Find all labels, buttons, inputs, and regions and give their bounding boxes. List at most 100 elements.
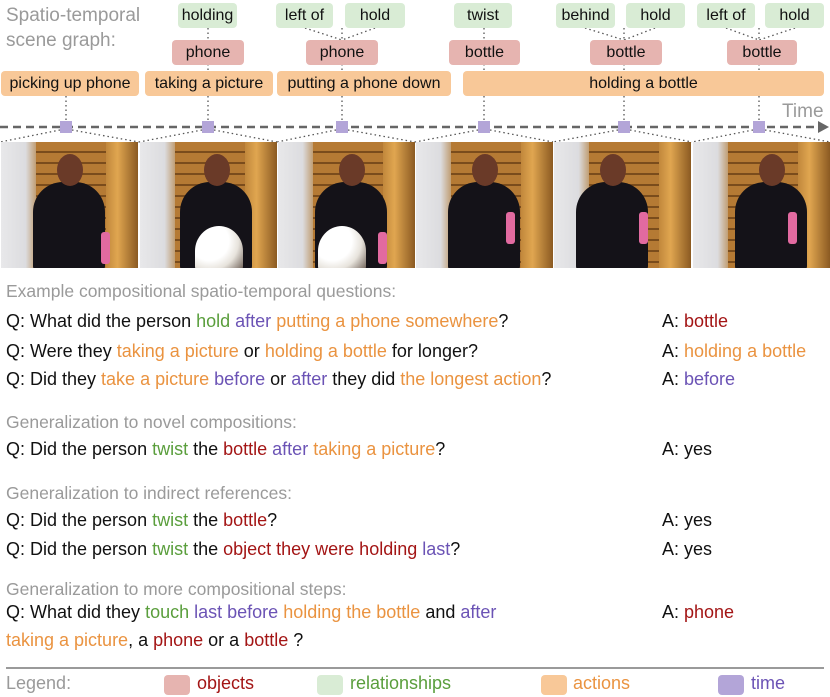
action-tag: putting a phone down [277,71,451,96]
question-segment-plain: the [188,510,224,530]
question-segment-plain: Q: Did the person [6,539,153,559]
video-frame [693,142,830,268]
question-segment-plain: ? [435,439,446,459]
answer: A: yes [662,438,712,460]
time-axis-label: Time [782,101,824,122]
question-segment-action: taking a picture [6,630,129,650]
question-segment-action: taking a picture [313,439,436,459]
question-segment-plain: , a [128,630,154,650]
time-swatch [718,675,744,695]
question-segment-plain: or [265,369,292,389]
answer-segment-plain: A: [662,602,685,622]
legend-divider [6,667,824,669]
answer-segment-object: bottle [684,311,729,331]
question-segment-object: bottle [223,510,268,530]
video-frame [416,142,553,268]
answer-segment-plain: A: yes [662,439,713,459]
video-frame [140,142,277,268]
answer-segment-plain: A: yes [662,510,713,530]
question-segment-plain: the [188,439,224,459]
dog [318,226,366,268]
action-tag: picking up phone [1,71,139,96]
time-marker [336,121,348,133]
section-header: Generalization to indirect references: [6,483,292,503]
person-head [472,154,498,186]
object-tag: bottle [590,40,662,65]
timeline-connectors [0,27,830,143]
objects-swatch [164,675,190,695]
question-segment-plain: ? [288,630,304,650]
question-segment-time: before [214,369,266,389]
question-segment-time: after [272,439,309,459]
question-segment-plain: for longer? [386,341,478,361]
question-segment-plain: Q: Did the person [6,510,153,530]
video-frame [278,142,415,268]
person [33,182,105,268]
action-tag: holding a bottle [463,71,824,96]
legend-relationships: relationships [350,673,452,693]
question-segment-time: after [235,311,272,331]
question-segment-plain: or a [203,630,245,650]
object-tag: bottle [449,40,520,65]
question-segment-relationship: touch [145,602,190,622]
person-head [600,154,626,186]
relationship-tag: twist [454,3,512,28]
relationships-swatch [317,675,343,695]
object-tag: bottle [727,40,797,65]
legend-actions: actions [573,673,631,693]
action-tag: taking a picture [145,71,273,96]
answer: A: yes [662,509,712,531]
section-header: Generalization to more compositional ste… [6,579,347,599]
question-segment-relationship: twist [152,510,189,530]
answer: A: holding a bottle [662,340,806,362]
question: Q: Did the person twist the bottle? [6,509,277,531]
bottle [378,232,387,264]
question-segment-plain: Q: Did they [6,369,102,389]
relationship-tag: behind [556,3,615,28]
legend-objects: objects [197,673,255,693]
question-segment-plain: the [188,539,224,559]
question-segment-time: last before [194,602,279,622]
question-segment-plain: Q: What did the person [6,311,197,331]
video-frame [554,142,691,268]
legend-label: Legend: [6,673,72,693]
legend: Legend: objects relationships actions ti… [0,673,830,697]
relationship-tag: holding [178,3,237,28]
question: Q: Were they taking a picture or holding… [6,340,478,362]
question-segment-action: holding a bottle [264,341,387,361]
title-line: Spatio-temporal [6,5,141,26]
relationship-tag: hold [765,3,824,28]
person-head [339,154,365,186]
object-tag: phone [306,40,378,65]
question: Q: Did the person twist the object they … [6,538,460,560]
question-segment-relationship: twist [152,439,189,459]
person-head [57,154,83,186]
time-marker [478,121,490,133]
person-head [759,154,785,186]
question-segment-action: the longest action [400,369,542,389]
answer: A: yes [662,538,712,560]
question-segment-plain: ? [498,311,509,331]
question-segment-object: object they were holding [223,539,418,559]
bottle [788,212,797,244]
question-segment-time: last [422,539,451,559]
video-frame [1,142,138,268]
answer-segment-object: phone [684,602,735,622]
question-segment-action: holding the bottle [283,602,421,622]
question-segment-plain: Q: What did they [6,602,146,622]
scene-graph-title: Spatio-temporal scene graph: [6,3,140,53]
question-segment-plain: ? [541,369,552,389]
relationship-tag: left of [276,3,333,28]
question: Q: Did they take a picture before or aft… [6,368,551,390]
answer-segment-action: holding a bottle [684,341,807,361]
question: Q: What did the person hold after puttin… [6,310,508,332]
answer-segment-plain: A: yes [662,539,713,559]
question-continued: taking a picture, a phone or a bottle ? [6,629,303,651]
question-segment-relationship: hold [196,311,231,331]
question-segment-plain: ? [267,510,278,530]
question-segment-plain: and [420,602,461,622]
section-header: Example compositional spatio-temporal qu… [6,281,397,301]
relationship-tag: left of [697,3,755,28]
time-marker [202,121,214,133]
dog [195,226,243,268]
